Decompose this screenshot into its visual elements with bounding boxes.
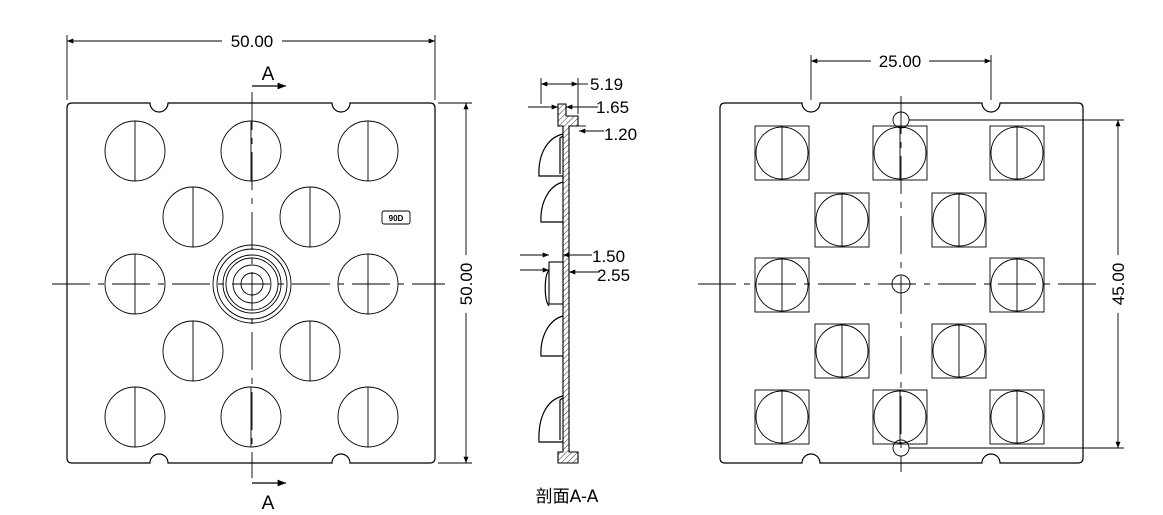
section-mark-bottom: A bbox=[262, 493, 275, 514]
back-plate-outline bbox=[719, 102, 1084, 464]
section-lens-profiles bbox=[538, 133, 564, 443]
lens bbox=[337, 253, 399, 315]
lens bbox=[104, 253, 166, 315]
section-dim-overall: 5.19 bbox=[590, 75, 623, 94]
front-badge-frame bbox=[381, 210, 411, 225]
lens bbox=[220, 386, 282, 448]
lens-pocket bbox=[872, 125, 928, 181]
lens bbox=[104, 386, 166, 448]
section-caption: 剖面A-A bbox=[536, 487, 599, 507]
lens-pocket bbox=[814, 323, 870, 379]
section-center-insert bbox=[548, 261, 564, 305]
lens bbox=[279, 186, 341, 248]
front-view: 90D A A 50.00 50.00 bbox=[52, 32, 476, 514]
front-center-boss bbox=[212, 244, 292, 324]
front-badge-text: 90D bbox=[389, 214, 404, 223]
back-pitch-dimension: 25.00 bbox=[810, 52, 992, 100]
lens bbox=[162, 320, 224, 382]
back-pitch-label: 25.00 bbox=[879, 52, 922, 71]
lens-pocket bbox=[989, 389, 1045, 445]
section-view: 5.19 1.65 1.20 1.50 2.55 剖面A-A bbox=[520, 75, 637, 507]
lens-pocket bbox=[989, 125, 1045, 181]
section-mark-top: A bbox=[262, 64, 275, 85]
lens bbox=[220, 120, 282, 182]
section-body-hatched bbox=[557, 103, 579, 464]
front-width-dimension: 50.00 bbox=[66, 32, 436, 100]
lens-pocket bbox=[754, 125, 810, 181]
lens-pocket bbox=[931, 192, 987, 248]
section-dim-lip: 1.20 bbox=[604, 125, 637, 144]
lens bbox=[337, 120, 399, 182]
front-width-label: 50.00 bbox=[231, 32, 274, 51]
back-lens-pockets bbox=[754, 125, 1045, 445]
back-height-label: 45.00 bbox=[1109, 263, 1128, 306]
lens-pocket bbox=[872, 389, 928, 445]
lens bbox=[337, 386, 399, 448]
lens-pocket bbox=[754, 389, 810, 445]
lens-pocket bbox=[989, 257, 1045, 313]
section-dim-center-a: 1.50 bbox=[592, 247, 625, 266]
lens bbox=[162, 186, 224, 248]
lens-pocket bbox=[754, 257, 810, 313]
back-height-dimension: 45.00 bbox=[909, 119, 1128, 449]
lens bbox=[104, 120, 166, 182]
section-dimensions: 5.19 1.65 1.20 1.50 2.55 bbox=[520, 75, 637, 285]
front-height-label: 50.00 bbox=[457, 263, 476, 306]
lens-pocket bbox=[814, 192, 870, 248]
section-dim-flange: 1.65 bbox=[596, 98, 629, 117]
front-height-dimension: 50.00 bbox=[438, 102, 476, 464]
lens-pocket bbox=[931, 323, 987, 379]
front-lens-array bbox=[104, 120, 399, 448]
back-view: 25.00 45.00 bbox=[698, 52, 1128, 472]
lens bbox=[279, 320, 341, 382]
section-dim-center-b: 2.55 bbox=[597, 266, 630, 285]
front-plate-outline bbox=[66, 102, 436, 464]
